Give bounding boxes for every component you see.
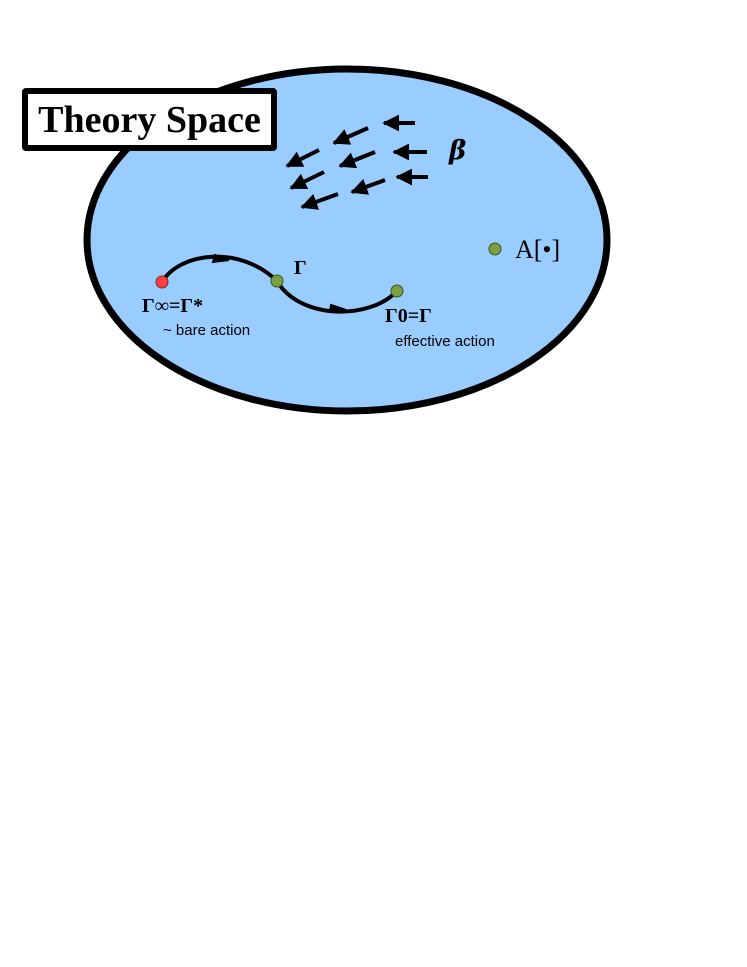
beta-arrow-9 — [300, 192, 339, 210]
end-point-caption: effective action — [395, 333, 495, 350]
end-point-label: Γ0=Γ — [385, 305, 432, 327]
flow-direction-arrow-2 — [328, 303, 347, 314]
end-point — [390, 284, 404, 298]
beta-arrow-2 — [332, 126, 369, 145]
beta-label: β — [449, 136, 467, 166]
flow-point-mid — [270, 274, 284, 288]
start-point-label: Γ∞=Γ* — [142, 295, 204, 317]
diagram-title: Theory Space — [38, 98, 261, 141]
flow-point-mid-label: Γ — [294, 257, 307, 279]
flow-direction-arrow-1 — [211, 253, 230, 264]
functional-label: A[•] — [515, 235, 561, 264]
beta-arrow-7 — [350, 178, 386, 195]
start-point — [155, 275, 169, 289]
beta-arrow-6 — [289, 170, 325, 190]
functional-point — [488, 242, 502, 256]
theory-space-region — [83, 65, 611, 415]
title-box: Theory Space — [22, 88, 277, 151]
beta-arrow-3 — [285, 148, 320, 168]
beta-arrow-4 — [338, 150, 376, 169]
beta-flow-arrows — [285, 114, 428, 210]
start-point-caption: ~ bare action — [163, 322, 251, 339]
